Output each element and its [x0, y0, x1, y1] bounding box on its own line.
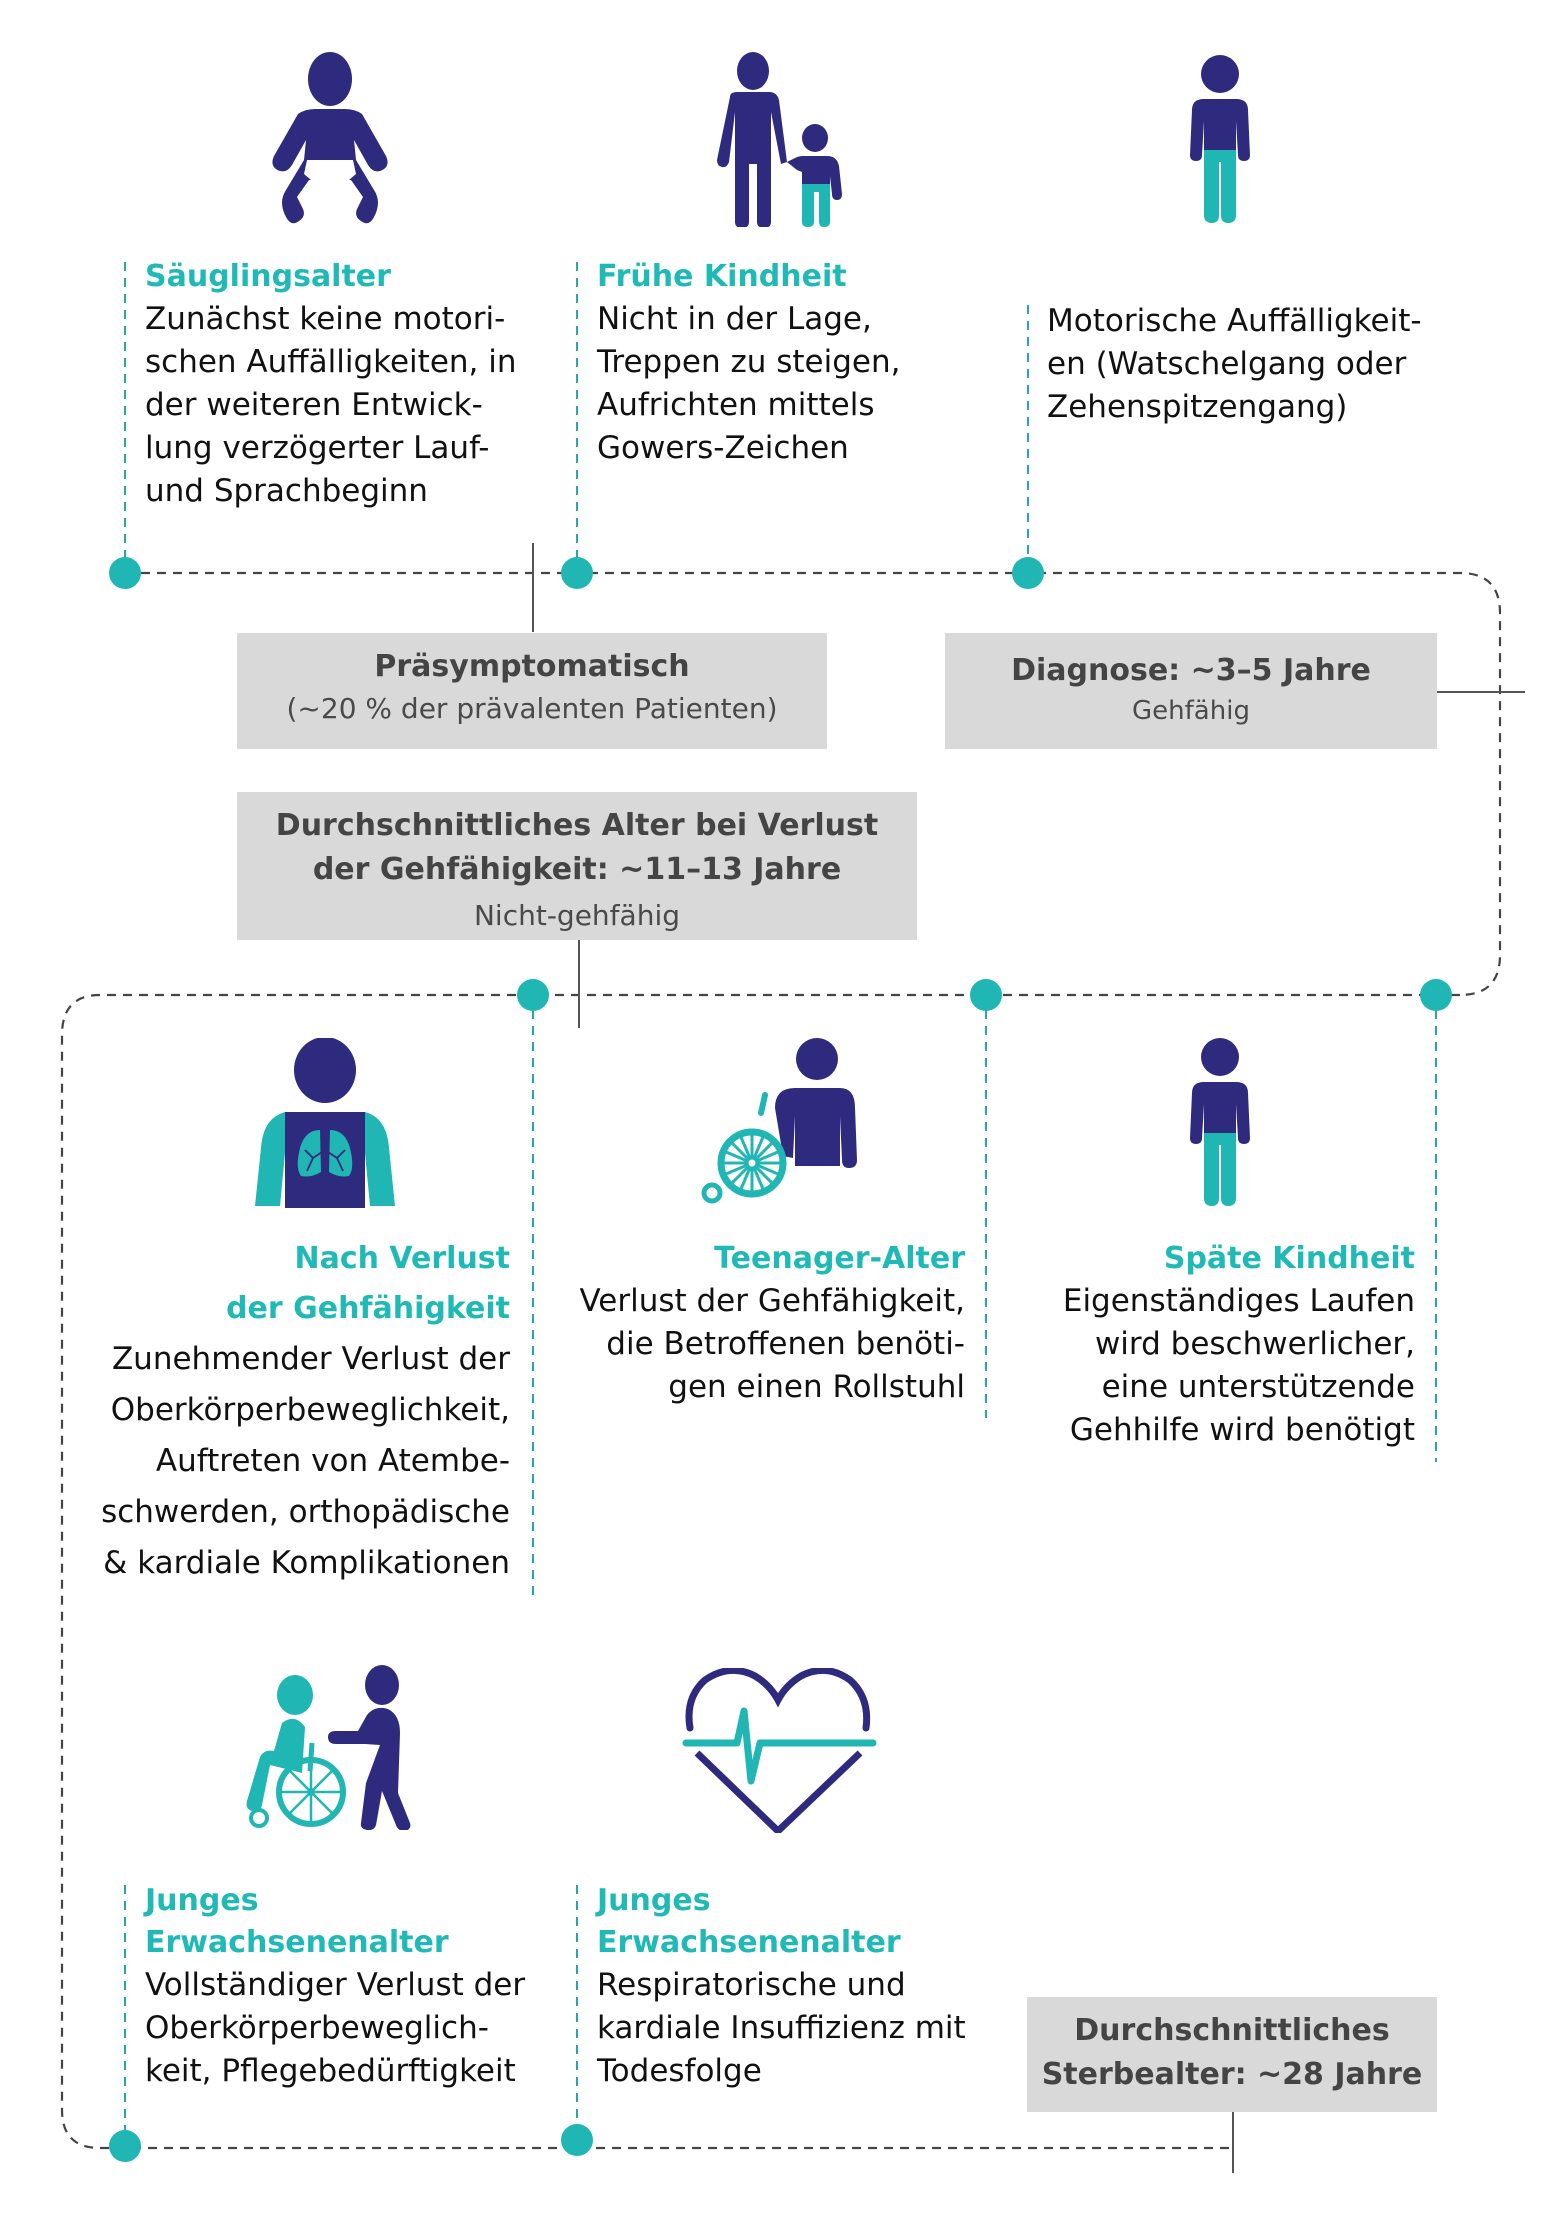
milestone-death: Durchschnittliches Sterbealter: ~28 Jahr…: [1027, 1997, 1437, 2112]
stage-after-loss-of-ambulation: Nach Verlust der Gehfähigkeit Zunehmende…: [80, 1238, 510, 1589]
stage-late-childhood: Späte Kindheit Eigenständiges Laufen wir…: [1000, 1238, 1415, 1452]
milestone-diagnosis: Diagnose: ~3–5 Jahre Gehfähig: [945, 633, 1437, 749]
timeline-dot: [1012, 557, 1044, 589]
parent-child-icon: [717, 52, 842, 227]
stage-early-childhood: Frühe Kindheit Nicht in der Lage, Treppe…: [597, 256, 1017, 470]
stage-title: Nach Verlust der Gehfähigkeit: [226, 1241, 510, 1326]
stage-description: Vollständiger Verlust der Oberkörperbewe…: [145, 1967, 526, 2089]
heart-pulse-icon: [682, 1668, 877, 1833]
stage-title: Teenager-Alter: [714, 1241, 965, 1276]
stage-description: Eigenständiges Laufen wird beschwerliche…: [1062, 1283, 1415, 1448]
timeline-dot: [561, 557, 593, 589]
stage-description: Motorische Auffälligkeit- en (Watschelga…: [1047, 303, 1422, 425]
wheelchair-person-icon: [701, 1038, 857, 1204]
stage-infancy: Säuglingsalter Zunächst keine motori- sc…: [145, 256, 565, 513]
timeline-dot: [109, 557, 141, 589]
milestone-presymptomatic: Präsymptomatisch (~20 % der prävalenten …: [237, 633, 827, 749]
stage-young-adulthood-care: Junges Erwachsenenalter Vollständiger Ve…: [145, 1880, 575, 2093]
timeline-path-row1: [125, 571, 1502, 997]
timeline-dot: [970, 979, 1002, 1011]
stage-description: Nicht in der Lage, Treppen zu steigen, A…: [597, 301, 901, 466]
stage-title: Junges Erwachsenenalter: [597, 1883, 901, 1960]
lungs-person-icon: [255, 1038, 395, 1208]
stage-title: Säuglingsalter: [145, 259, 391, 294]
timeline-dot: [517, 979, 549, 1011]
stage-motor-abnormalities: Motorische Auffälligkeit- en (Watschelga…: [1047, 300, 1487, 429]
caregiver-wheelchair-icon: [246, 1665, 411, 1830]
stage-description: Verlust der Gehfähigkeit, die Betroffene…: [579, 1283, 965, 1405]
timeline-dot: [109, 2130, 141, 2162]
child-standing-icon: [1190, 1038, 1250, 1206]
stage-title: Späte Kindheit: [1163, 1241, 1415, 1276]
stage-teenage: Teenager-Alter Verlust der Gehfähigkeit,…: [545, 1238, 965, 1409]
stage-title: Frühe Kindheit: [597, 259, 847, 294]
child-standing-icon: [1190, 55, 1250, 223]
timeline-dot: [1420, 979, 1452, 1011]
milestone-loss-of-ambulation: Durchschnittliches Alter bei Verlust der…: [237, 792, 917, 940]
stage-description: Respiratorische und kardiale Insuffizien…: [597, 1967, 966, 2089]
timeline-dot: [561, 2124, 593, 2156]
baby-icon: [272, 52, 388, 224]
stage-title: Junges Erwachsenenalter: [145, 1883, 449, 1960]
stage-description: Zunehmender Verlust der Oberkörperbewegl…: [101, 1341, 510, 1581]
stage-young-adulthood-insufficiency: Junges Erwachsenenalter Respiratorische …: [597, 1880, 1027, 2093]
stage-description: Zunächst keine motori- schen Auffälligke…: [145, 301, 517, 509]
